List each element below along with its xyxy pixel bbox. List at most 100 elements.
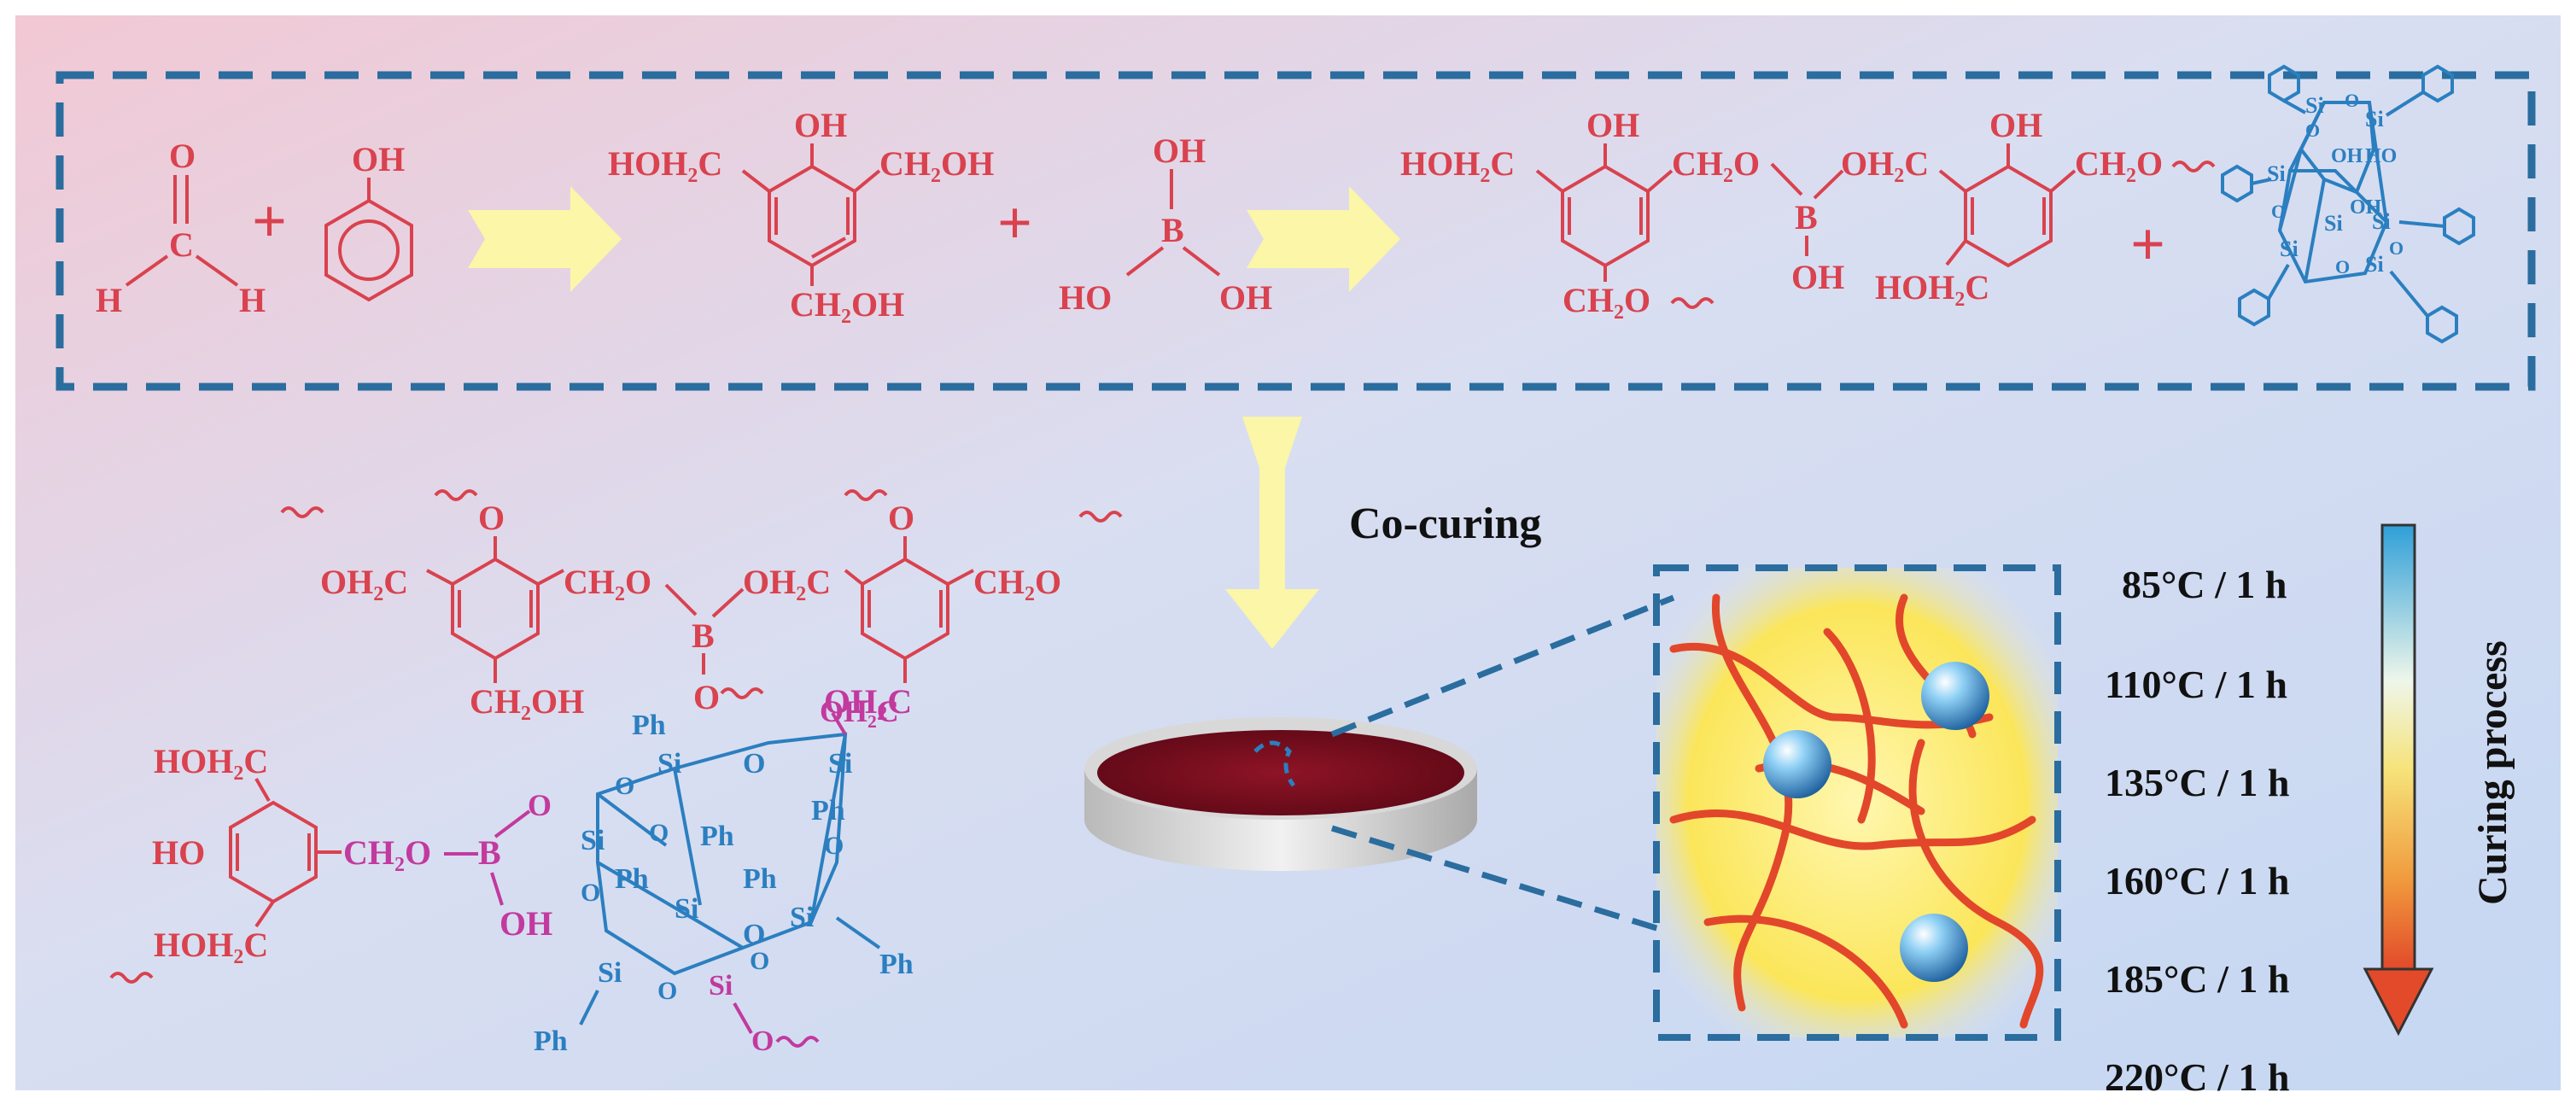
product-top: OH₂C O CH₂O B O OH₂C O CH₂O CH₂OH OH₂C [280,489,1123,721]
phenol: OH [324,140,413,302]
tmp-bottom-group: CH₂OH [790,285,904,324]
poss-o-1: O [2345,90,2359,111]
poss-si-6: Si [2280,237,2299,261]
zoom-line-bottom [1330,825,1667,934]
poss-ball-3 [1900,914,1968,982]
prod2-b: B [478,833,501,872]
prod-b-o: O [693,678,720,716]
poss-oh-2: OH [2350,196,2382,219]
resin-b: B [1795,198,1818,237]
curing-step-4: 160°C / 1 h [2105,859,2289,903]
curing-step-3: 135°C / 1 h [2105,761,2289,804]
product-bottom: HOH₂C HO HOH₂C CH₂O B O OH OH₂C Ph Si O … [109,694,914,1057]
formaldehyde-h-right: H [239,281,266,319]
poss-o-5: O [2389,237,2404,259]
tmp-oh: OH [794,106,847,144]
plus-sign-1: + [252,187,287,255]
poss2-si-7: Si [709,970,733,1002]
curing-dish [1084,717,1477,871]
poss2-o-7: O [657,977,677,1005]
zoom-line-top [1330,594,1675,738]
prod2-bottom-oh2c: HOH₂C [154,926,268,964]
poss2-si-1: Si [657,748,681,780]
plus-sign-3: + [2130,210,2165,278]
poss-phenyl-rings [2221,64,2475,344]
poss2-ph-3: Ph [811,795,845,827]
curing-process-arrow [2363,523,2434,1037]
poss-o-4: O [2335,256,2350,278]
co-curing-arrow [1225,417,1319,649]
prod-right: CH₂O [973,563,1061,601]
poss-ball-1 [1763,730,1831,798]
prod2-oh2c: OH₂C [820,694,899,728]
plus-sign-2: + [997,189,1032,257]
formaldehyde-h-left: H [96,281,122,319]
poss-si-4: Si [2324,211,2343,236]
boric-acid: OH B HO OH [1059,131,1272,317]
trimethylolphenol: OH HOH₂C CH₂OH CH₂OH [608,106,994,324]
prod-link: OH₂C [743,563,831,601]
prod-left: OH₂C [320,563,408,601]
curing-step-1: 85°C / 1 h [2122,563,2287,606]
curing-steps: 85°C / 1 h 110°C / 1 h 135°C / 1 h 160°C… [2105,563,2289,1099]
poss2-o-4: O [824,832,844,860]
prod-bottom-left: CH₂OH [470,682,584,721]
poss2-o-1: O [743,748,765,780]
tmp-left-group: HOH₂C [608,144,722,183]
tmp-right-group: CH₂OH [879,144,994,183]
poss2-o-3: O [649,819,669,847]
poss-si-5: Si [2372,209,2391,234]
poss2-ph-5: Ph [743,863,777,895]
poss2-ph-6: Ph [879,949,914,980]
poss-si-3: Si [2267,161,2286,186]
curing-step-5: 185°C / 1 h [2105,957,2289,1001]
formaldehyde: O C H H [96,137,266,319]
reaction-arrow-2 [1247,186,1400,292]
prod-bridge: CH₂O [564,563,651,601]
formaldehyde-o: O [169,137,196,175]
panel-background [15,15,2561,1090]
boric-oh-right: OH [1219,278,1272,317]
poss2-si-3: Si [581,825,605,856]
reaction-frame [55,71,2536,391]
prod2-b-o: O [528,788,552,822]
resin-left-a: HOH₂C [1400,144,1515,183]
poss2-si-6: Si [598,957,622,989]
poss2-ph-1: Ph [632,710,666,741]
poss2-o-6: O [743,919,765,950]
poss2-o-8: O [750,947,769,975]
resin-link-b: OH₂C [1841,144,1929,183]
resin-oh-b: OH [1989,106,2042,144]
poss2-si-5: Si [790,902,814,933]
prod2-ho: HO [152,833,205,872]
formaldehyde-c: C [169,225,194,264]
prod-o2: O [888,499,914,537]
poss2-o-2: O [615,772,634,800]
boric-b: B [1161,211,1184,249]
poss2-o-9: O [751,1025,774,1057]
prod2-hoh2c: HOH₂C [154,742,268,780]
poss2-si-2: Si [828,748,852,780]
network-inset [1653,564,2061,1041]
curing-step-2: 110°C / 1 h [2105,663,2287,706]
resin-bottom-b: HOH₂C [1875,268,1989,307]
boric-oh-top: OH [1153,131,1206,170]
poss-o-3: O [2271,201,2286,222]
borate-phenolic-resin: OH HOH₂C CH₂O B OH OH₂C CH₂O OH CH₂O HOH… [1400,106,2216,319]
poss2-ph-2: Ph [700,821,734,852]
poss-o-2: O [2305,120,2320,141]
poss-silanol: Si O Si O Si OH HO O OH Si Si Si O Si O [2221,64,2475,344]
prod-b: B [692,616,715,655]
poss2-ph-7: Ph [534,1025,568,1057]
prod2-b-oh: OH [499,904,552,943]
poss2-o-5: O [581,879,600,907]
curing-step-6: 220°C / 1 h [2105,1055,2289,1099]
curing-process-label: Curing process [2470,640,2515,905]
resin-oh-a: OH [1586,106,1639,144]
poss2-si-4: Si [675,893,698,925]
prod-o1: O [478,499,505,537]
resin-b-oh: OH [1791,258,1844,296]
resin-bridge: CH₂O [1672,144,1760,183]
poss2-ph-4: Ph [615,863,649,895]
